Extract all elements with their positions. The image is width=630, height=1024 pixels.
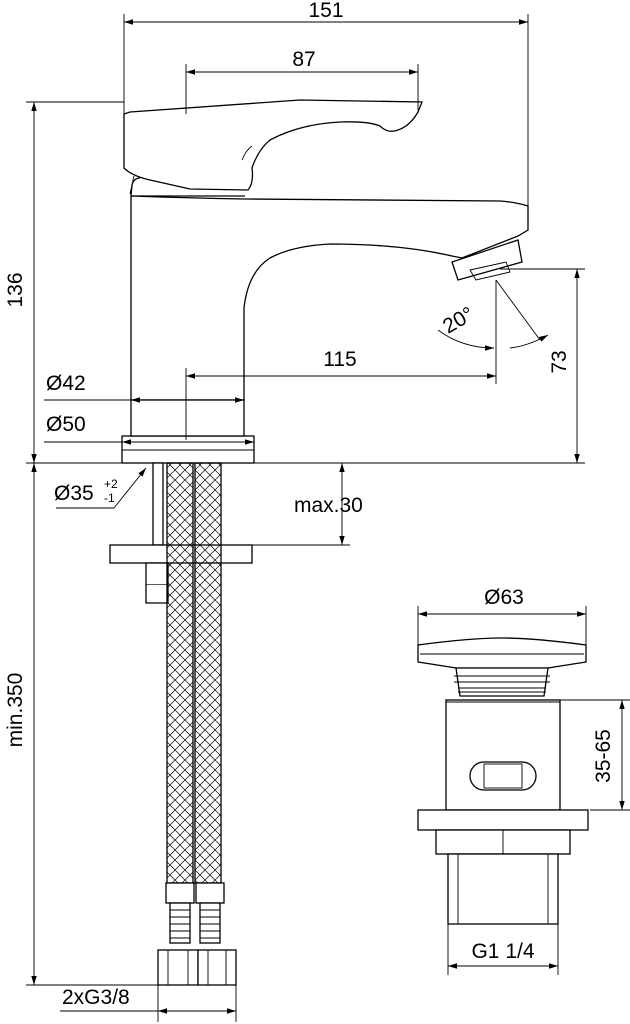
hose-right <box>194 462 222 884</box>
dim-spout-height: 73 <box>548 350 571 373</box>
dim-handle-length: 87 <box>292 48 315 71</box>
dim-hole-diameter: Ø35 <box>54 482 94 505</box>
hose-nut-left <box>157 949 199 986</box>
faucet-dimensions <box>26 14 585 1022</box>
dim-base-diameter: Ø50 <box>46 413 86 436</box>
dim-max-thickness: max.30 <box>294 494 363 517</box>
waste-body <box>445 699 561 811</box>
hose-nut-right <box>197 949 237 986</box>
dim-height: 136 <box>4 272 27 307</box>
dim-hole-tol-lower: -1 <box>104 491 115 505</box>
faucet-body <box>130 195 529 401</box>
dim-overall-length: 151 <box>308 0 343 22</box>
faucet-handle <box>123 99 423 191</box>
dim-spout-reach: 115 <box>323 348 356 371</box>
dimension-labels: 151 87 136 115 Ø42 Ø50 Ø35 +2 -1 max.30 … <box>4 0 615 1009</box>
dim-spray-angle: 20° <box>439 303 478 339</box>
base-rosette <box>121 435 255 464</box>
overflow-slot <box>469 761 537 791</box>
hose-left <box>166 462 194 884</box>
waste-cap <box>417 637 587 669</box>
dim-body-diameter: Ø42 <box>46 372 86 395</box>
dim-waste-range: 35-65 <box>592 729 615 783</box>
dim-hole-tol-upper: +2 <box>104 477 118 491</box>
waste-valve <box>417 637 589 925</box>
dim-hose-length: min.350 <box>4 673 27 748</box>
dim-waste-diameter: Ø63 <box>484 586 524 609</box>
waste-dimensions <box>417 606 630 975</box>
dim-hose-connection: 2xG3/8 <box>62 986 130 1009</box>
dim-waste-thread: G1 1/4 <box>471 940 534 963</box>
waste-flange <box>417 809 589 831</box>
